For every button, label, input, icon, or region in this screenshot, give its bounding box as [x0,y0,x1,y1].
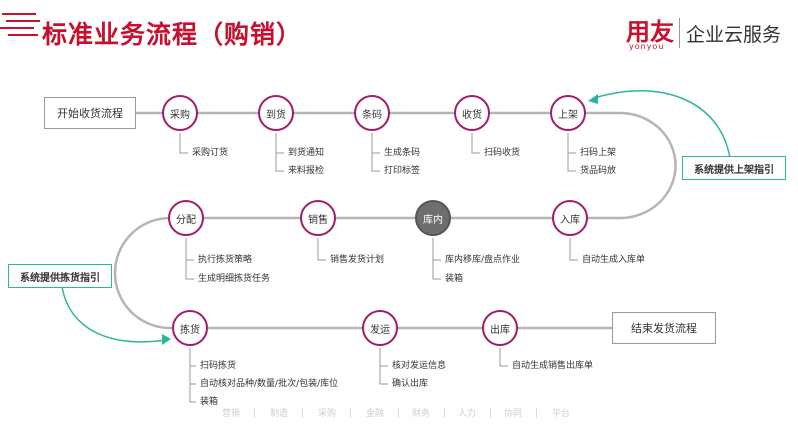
node-outbound: 出库 [482,310,518,346]
sub-pick-2: 自动核对品种/数量/批次/包装/库位 [200,379,339,389]
sub-arrival-1: 到货通知 [288,148,325,158]
node-receive: 收货 [454,95,490,131]
node-sales: 销售 [300,200,336,236]
node-arrival: 到货 [258,95,294,131]
node-allocate: 分配 [168,200,204,236]
node-purchase: 采购 [162,95,198,131]
footer-item: 财务 [412,409,431,419]
sub-receive-1: 扫码收货 [484,148,521,158]
footer-item: 营销 [222,409,241,419]
sub-allocate-2: 生成明细拣货任务 [198,274,271,284]
hint-putaway: 系统提供上架指引 [682,156,786,180]
footer-separator [490,408,491,418]
node-pick: 拣货 [172,310,208,346]
footer-separator [398,408,399,418]
sub-barcode-2: 打印标签 [384,166,421,176]
page-title: 标准业务流程（购销） [42,20,303,49]
sub-stock-1: 库内移库/盘点作业 [445,255,521,265]
footer-separator [536,408,537,418]
hint-picking: 系统提供拣货指引 [8,264,112,288]
decor-stripes-icon [0,13,40,36]
sub-barcode-1: 生成条码 [384,148,421,158]
sub-pick-1: 扫码拣货 [200,361,237,371]
footer-separator [302,408,303,418]
logo-sub: yonyou [629,42,665,51]
sub-pick-3: 装箱 [200,397,219,407]
node-shelve: 上架 [550,95,586,131]
start-box: 开始收货流程 [44,97,136,129]
node-inbound: 入库 [552,200,588,236]
right-curve [570,111,677,220]
logo-service: 企业云服务 [686,24,782,46]
arrow-head-picking [162,334,171,345]
end-box: 结束发货流程 [612,312,716,344]
logo-main: 用友 [626,18,674,46]
sub-allocate-1: 执行拣货策略 [198,255,253,265]
node-barcode: 条码 [354,95,390,131]
footer-item: 制造 [270,409,289,419]
footer-item: 采购 [318,409,337,419]
sub-sales-1: 销售发货计划 [330,255,385,265]
sub-shelve-1: 扫码上架 [580,148,617,158]
node-stock: 库内 [415,200,451,236]
sub-ship-1: 核对发运信息 [392,361,447,371]
sub-shelve-2: 货品码放 [580,166,617,176]
sub-stock-2: 装箱 [445,274,464,284]
footer-separator [254,408,255,418]
footer-item: 平台 [552,409,571,419]
footer-item: 人力 [458,409,477,419]
sub-outbound-1: 自动生成销售出库单 [512,361,594,371]
sub-purchase-1: 采购订货 [192,148,229,158]
left-curve [113,216,185,330]
footer-separator [444,408,445,418]
footer-item: 金融 [366,409,385,419]
sub-ship-2: 确认出库 [392,379,429,389]
arrow-head-putaway [588,94,598,104]
footer-item: 协同 [504,409,523,419]
footer-separator [350,408,351,418]
node-ship: 发运 [362,310,398,346]
logo-divider [679,18,680,48]
sub-inbound-1: 自动生成入库单 [582,255,646,265]
footer-nav: 营销 制造 采购 金融 财务 人力 协同 平台 [200,406,620,420]
sub-arrival-2: 来料报检 [288,166,325,176]
